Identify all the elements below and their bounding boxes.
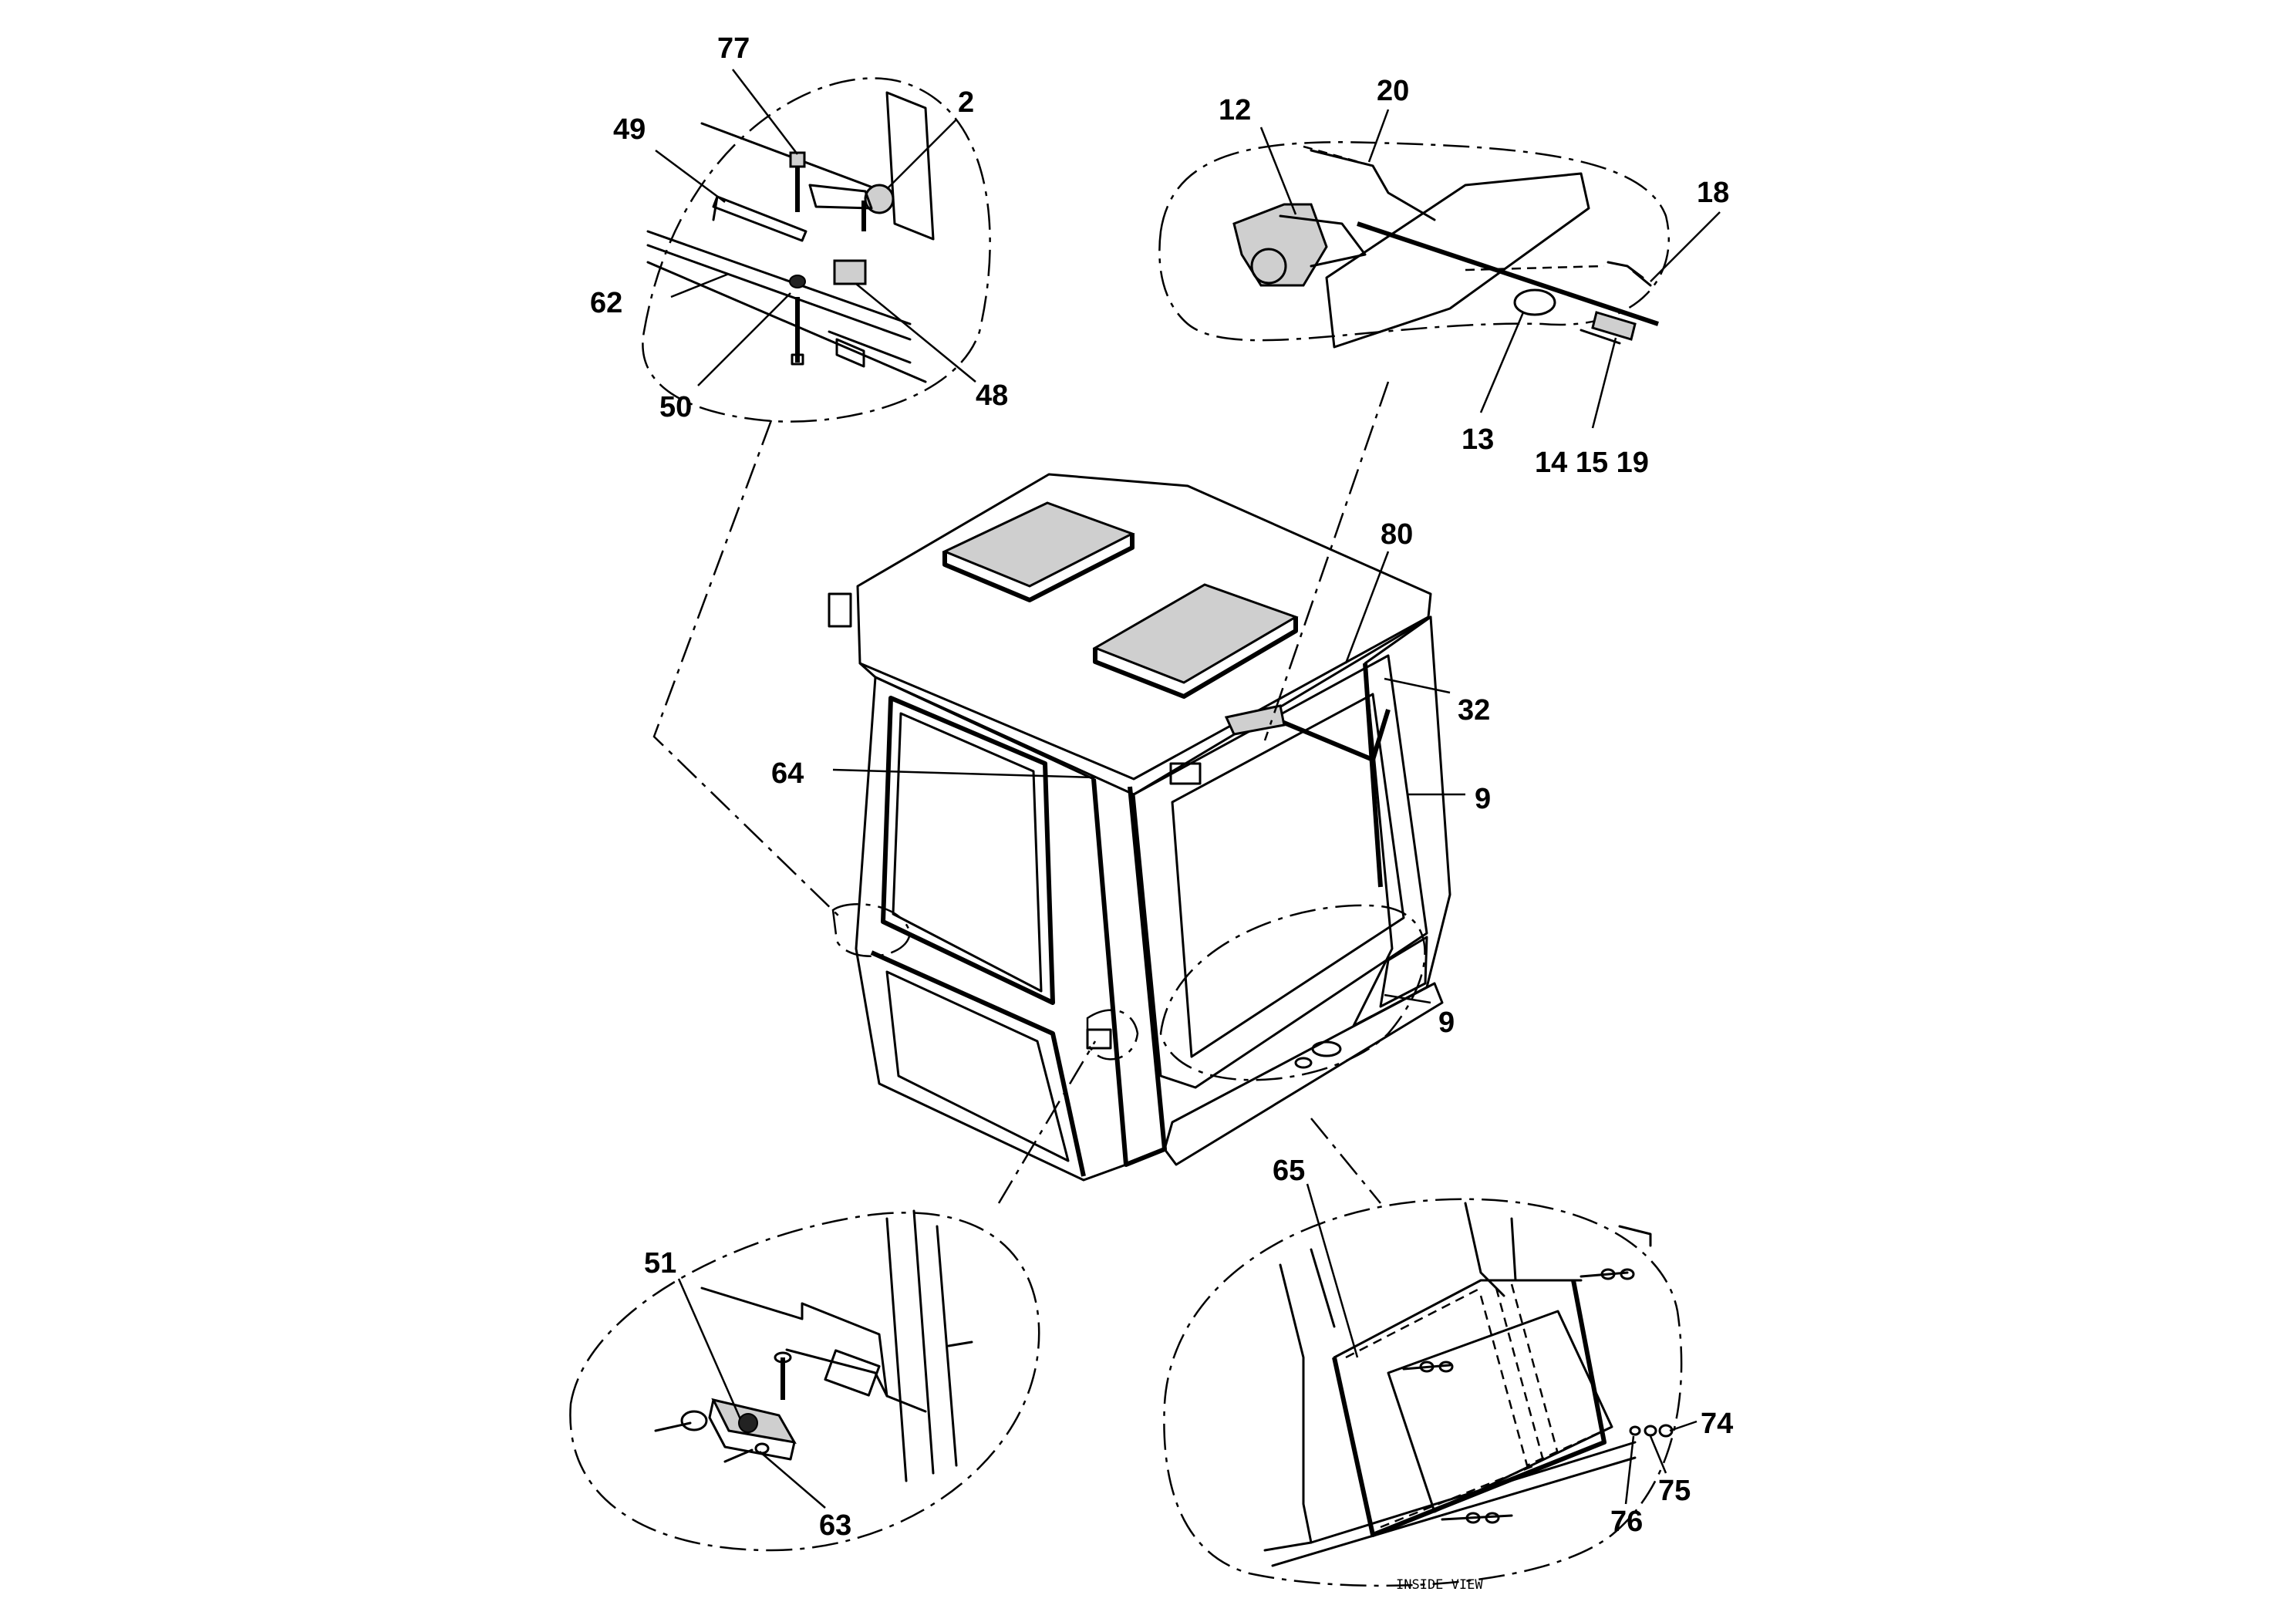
detail-door-latch <box>654 1209 973 1482</box>
callout-50: 50 <box>659 391 692 423</box>
callout-12: 12 <box>1219 94 1251 126</box>
callout-75: 75 <box>1658 1475 1691 1507</box>
wiper-motor-cab <box>1224 704 1286 736</box>
door-latch <box>1086 1028 1112 1050</box>
detail-outline-door-latch <box>569 1212 1040 1552</box>
roof-hatch-front <box>942 501 1135 588</box>
cab-base <box>1163 982 1444 1166</box>
hinge-pin-bushing <box>789 151 806 168</box>
wiper-cover <box>1325 172 1590 349</box>
callouts: 77 2 49 62 50 48 12 20 18 13 14 15 19 80… <box>590 32 1733 1593</box>
callout-80: 80 <box>1381 518 1413 551</box>
inside-view-caption: INSIDE VIEW <box>1396 1577 1483 1593</box>
rear-pillar <box>1091 778 1167 1167</box>
cab-roof-edge <box>858 615 1432 796</box>
callout-48: 48 <box>976 379 1008 412</box>
detail-outline-door-hinge <box>642 77 991 423</box>
detail-outline-inside-view <box>1163 1198 1683 1587</box>
callout-77: 77 <box>717 32 750 65</box>
detail-wiper-motor <box>1232 145 1659 349</box>
leader-lines <box>655 69 1721 1509</box>
wiper-arm <box>1279 709 1391 762</box>
detail-outline-lower-side <box>1159 904 1426 1081</box>
cab-side-window <box>1132 654 1428 1089</box>
wiper-grommet <box>1513 288 1556 316</box>
callout-63: 63 <box>819 1509 851 1542</box>
callout-65: 65 <box>1273 1155 1305 1187</box>
callout-76: 76 <box>1610 1506 1643 1538</box>
roof-hatch-rear <box>1092 583 1299 684</box>
callout-2: 2 <box>958 86 974 119</box>
hinge-block <box>833 259 867 285</box>
detail-door-hinge <box>646 91 935 383</box>
mirror-bracket <box>828 592 852 628</box>
callout-9-upper: 9 <box>1475 783 1491 815</box>
hinge-boss <box>864 184 895 214</box>
detail-inside-view <box>1263 1202 1674 1567</box>
cab-body <box>828 473 1451 1182</box>
callout-64: 64 <box>771 757 804 790</box>
callout-18: 18 <box>1697 177 1729 209</box>
callout-20: 20 <box>1377 75 1409 107</box>
callout-14-15-19: 14 15 19 <box>1535 447 1649 479</box>
cab-lamp <box>1169 762 1202 785</box>
cab-roof <box>856 473 1432 781</box>
side-panel-inner <box>1332 1280 1607 1537</box>
callout-49: 49 <box>613 113 646 146</box>
door-window-frame <box>881 696 1055 1005</box>
callout-9-lower: 9 <box>1438 1007 1455 1039</box>
callout-62: 62 <box>590 287 622 319</box>
callout-13: 13 <box>1462 423 1494 456</box>
detail-outlines <box>569 77 1683 1587</box>
callout-32: 32 <box>1458 694 1490 727</box>
hinge-strap <box>712 195 807 242</box>
side-glass <box>1387 1310 1613 1513</box>
detail-outline-wiper <box>1158 141 1670 342</box>
callout-51: 51 <box>644 1247 676 1280</box>
callout-74: 74 <box>1701 1408 1733 1440</box>
